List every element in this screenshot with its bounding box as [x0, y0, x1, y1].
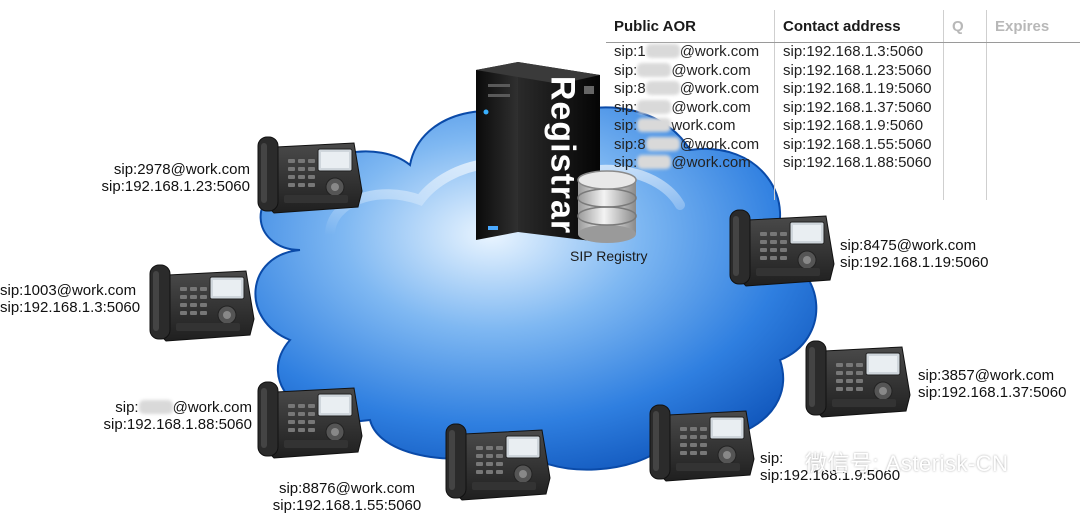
contact-cell: sip:192.168.1.3:5060	[775, 43, 944, 62]
phone-aor: sip:8876@work.com	[272, 480, 422, 497]
phone-contact: sip:192.168.1.3:5060	[0, 299, 140, 316]
empty-cell	[606, 173, 775, 201]
column-header: Q	[944, 10, 987, 43]
phone-icon	[650, 405, 754, 481]
redacted-mask	[646, 44, 680, 58]
phone-contact: sip:192.168.1.55:5060	[272, 497, 422, 514]
table-filler-row	[606, 173, 1080, 201]
q-cell	[944, 80, 987, 99]
redacted-mask	[646, 81, 680, 95]
phone-contact: sip:192.168.1.37:5060	[918, 384, 1066, 401]
expires-cell	[987, 80, 1080, 99]
phone-aor: sip:8475@work.com	[840, 237, 988, 254]
phone-icon	[150, 265, 254, 341]
empty-cell	[987, 173, 1080, 201]
phone-label: sip:8876@work.com sip:192.168.1.55:5060	[272, 480, 422, 514]
contact-cell: sip:192.168.1.88:5060	[775, 154, 944, 173]
aor-cell: sip:work.com	[606, 117, 775, 136]
redacted-mask	[637, 100, 671, 114]
expires-cell	[987, 43, 1080, 62]
phone-contact: sip:192.168.1.88:5060	[104, 416, 252, 433]
aor-cell: sip:@work.com	[606, 154, 775, 173]
expires-cell	[987, 99, 1080, 118]
q-cell	[944, 99, 987, 118]
phone-label: sip:8475@work.com sip:192.168.1.19:5060	[840, 237, 988, 271]
contact-cell: sip:192.168.1.23:5060	[775, 62, 944, 81]
redacted-mask	[637, 118, 671, 132]
q-cell	[944, 62, 987, 81]
phone-contact: sip:192.168.1.23:5060	[102, 178, 250, 195]
column-header: Public AOR	[606, 10, 775, 43]
table-header-row: Public AOR Contact address Q Expires	[606, 10, 1080, 43]
empty-cell	[944, 173, 987, 201]
column-header: Expires	[987, 10, 1080, 43]
expires-cell	[987, 136, 1080, 155]
contact-cell: sip:192.168.1.37:5060	[775, 99, 944, 118]
phone-icon	[446, 424, 550, 500]
q-cell	[944, 154, 987, 173]
aor-cell: sip:1@work.com	[606, 43, 775, 62]
contact-cell: sip:192.168.1.19:5060	[775, 80, 944, 99]
contact-cell: sip:192.168.1.9:5060	[775, 117, 944, 136]
expires-cell	[987, 154, 1080, 173]
phone-aor: sip:3857@work.com	[918, 367, 1066, 384]
redacted-mask	[637, 63, 671, 77]
redacted-mask	[139, 400, 173, 414]
aor-cell: sip:8@work.com	[606, 136, 775, 155]
phone-aor: sip:2978@work.com	[102, 161, 250, 178]
phone-icon	[258, 137, 362, 213]
phone-label: sip:1003@work.com sip:192.168.1.3:5060	[0, 282, 140, 316]
phone-contact: sip:192.168.1.19:5060	[840, 254, 988, 271]
redacted-mask	[646, 137, 680, 151]
phone-label: sip:@work.com sip:192.168.1.88:5060	[104, 399, 252, 433]
registration-table: Public AOR Contact address Q Expires sip…	[606, 10, 1080, 200]
phone-icon	[730, 210, 834, 286]
q-cell	[944, 117, 987, 136]
q-cell	[944, 43, 987, 62]
phone-aor: sip:@work.com	[104, 399, 252, 416]
phone-label: sip:3857@work.com sip:192.168.1.37:5060	[918, 367, 1066, 401]
expires-cell	[987, 62, 1080, 81]
empty-cell	[775, 173, 944, 201]
column-header: Contact address	[775, 10, 944, 43]
aor-cell: sip:8@work.com	[606, 80, 775, 99]
expires-cell	[987, 117, 1080, 136]
aor-cell: sip:@work.com	[606, 99, 775, 118]
aor-cell: sip:@work.com	[606, 62, 775, 81]
sip-registry-label: SIP Registry	[570, 248, 648, 264]
phone-aor: sip:1003@work.com	[0, 282, 140, 299]
phone-icon	[806, 341, 910, 417]
watermark-text: 微信号: Asterisk-CN	[805, 446, 1009, 478]
registrar-label: Registrar	[543, 76, 582, 234]
q-cell	[944, 136, 987, 155]
redacted-mask	[637, 155, 671, 169]
contact-cell: sip:192.168.1.55:5060	[775, 136, 944, 155]
phone-label: sip:2978@work.com sip:192.168.1.23:5060	[102, 161, 250, 195]
phone-icon	[258, 382, 362, 458]
